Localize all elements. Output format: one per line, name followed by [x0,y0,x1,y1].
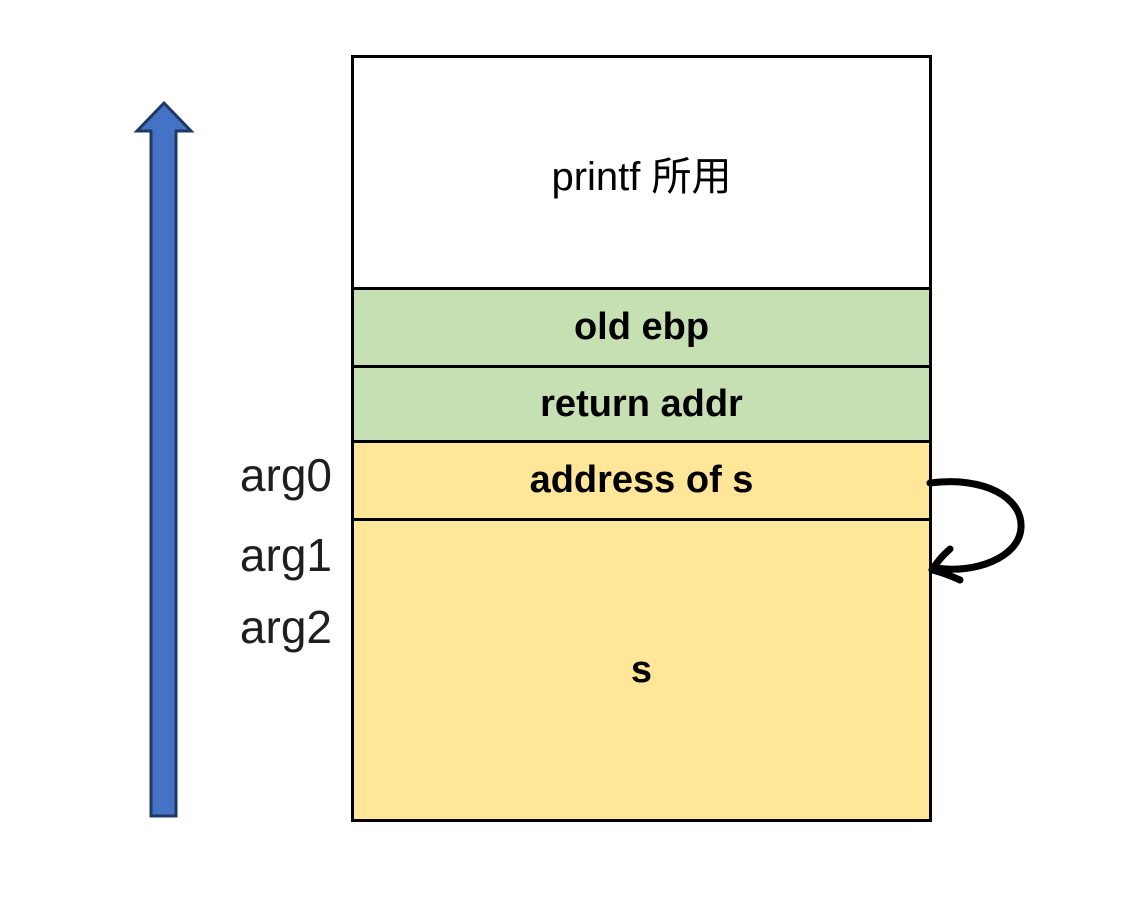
stack-row-return-addr: return addr [354,365,929,440]
stack-row-label-old-ebp: old ebp [573,306,710,348]
stack-row-label-address-of-s: address of s [529,459,754,501]
stack-row-printf-area: printf 所用 [354,58,929,287]
stack-row-old-ebp: old ebp [354,287,929,365]
stack-row-label-printf: printf 所用 [551,154,732,199]
stack-row-label-s: s [630,648,653,691]
arg1-label: arg1 [239,529,332,581]
address-reference-curved-arrow-icon [926,478,1025,584]
stack-row-address-of-s: address of s [354,440,929,518]
arg2-label: arg2 [239,601,332,653]
stack-growth-up-arrow-icon [133,100,195,818]
stack-box: printf 所用 old ebp return addr address of… [351,55,932,822]
stack-row-label-return-addr: return addr [540,382,743,425]
arg0-label: arg0 [239,449,332,501]
stack-row-s-buffer: s [354,518,929,819]
